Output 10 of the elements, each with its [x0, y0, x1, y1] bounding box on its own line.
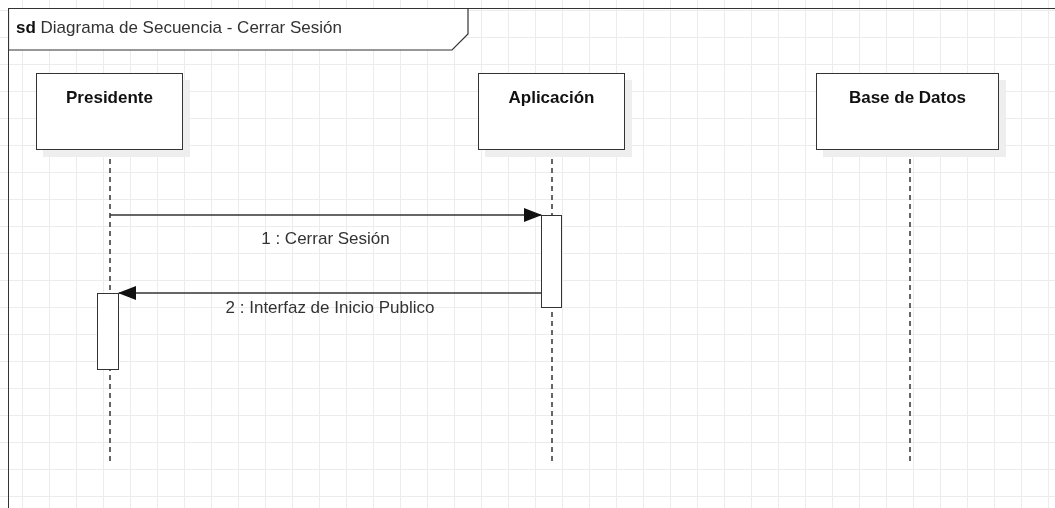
message-label: 2 : Interfaz de Inicio Publico — [225, 298, 435, 318]
participant-name: Presidente — [66, 88, 153, 108]
frame-title: sd Diagrama de Secuencia - Cerrar Sesión — [16, 18, 342, 38]
message-label: 1 : Cerrar Sesión — [261, 229, 390, 249]
activation-bar — [541, 215, 562, 308]
participant-name: Aplicación — [508, 88, 595, 108]
activation-bar — [97, 293, 119, 370]
message-arrow — [109, 208, 542, 222]
participant-name: Base de Datos — [848, 88, 967, 108]
message-arrow — [118, 286, 542, 300]
